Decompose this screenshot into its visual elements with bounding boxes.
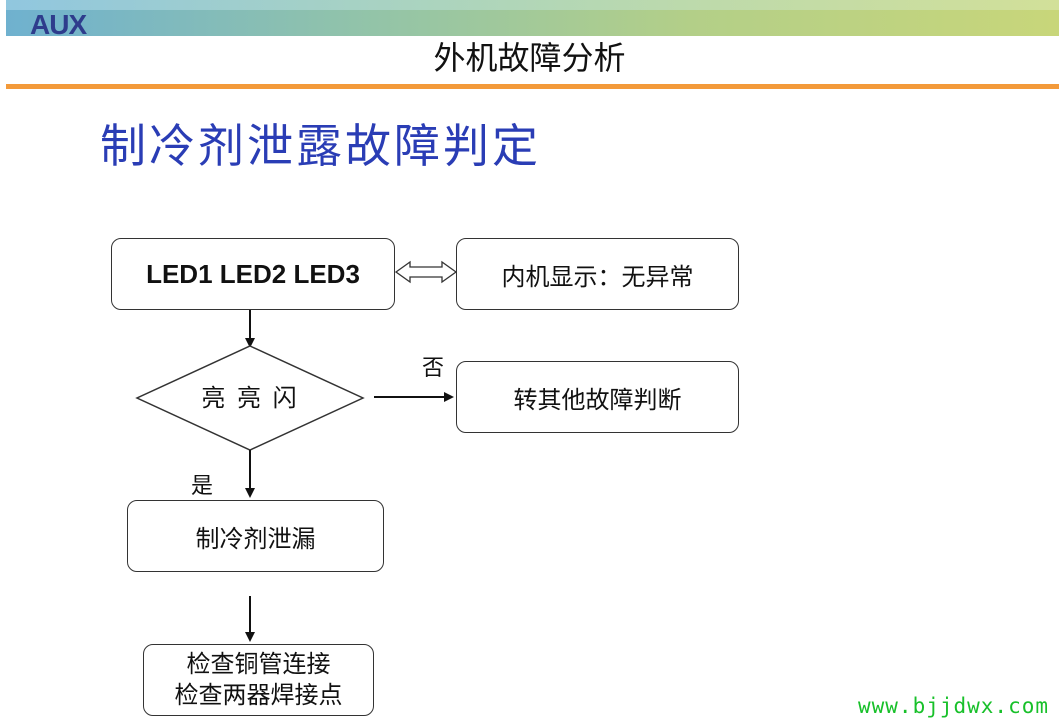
watermark-url: www.bjjdwx.com (858, 694, 1050, 718)
aux-logo: AUX (30, 9, 87, 40)
header-band-highlight (6, 0, 1059, 10)
header-title: 外机故障分析 (433, 39, 626, 77)
check-line-copper-pipe: 检查铜管连接 (186, 650, 331, 678)
refrigerant-leak-box: 制冷剂泄漏 (127, 500, 384, 572)
decision-label: 亮 亮 闪 (201, 384, 299, 412)
double-arrow-icon (394, 260, 458, 284)
led-status-box: LED1 LED2 LED3 (111, 238, 395, 310)
yes-branch-label: 是 (191, 474, 214, 499)
other-fault-box: 转其他故障判断 (456, 361, 739, 433)
check-line-welding-points: 检查两器焊接点 (174, 681, 343, 709)
no-branch-label: 否 (422, 356, 445, 381)
indoor-display-box: 内机显示：无异常 (456, 238, 739, 310)
slide-title: 制冷剂泄露故障判定 (100, 119, 541, 173)
header-divider (6, 84, 1059, 89)
check-points-box: 检查铜管连接 检查两器焊接点 (143, 644, 374, 716)
